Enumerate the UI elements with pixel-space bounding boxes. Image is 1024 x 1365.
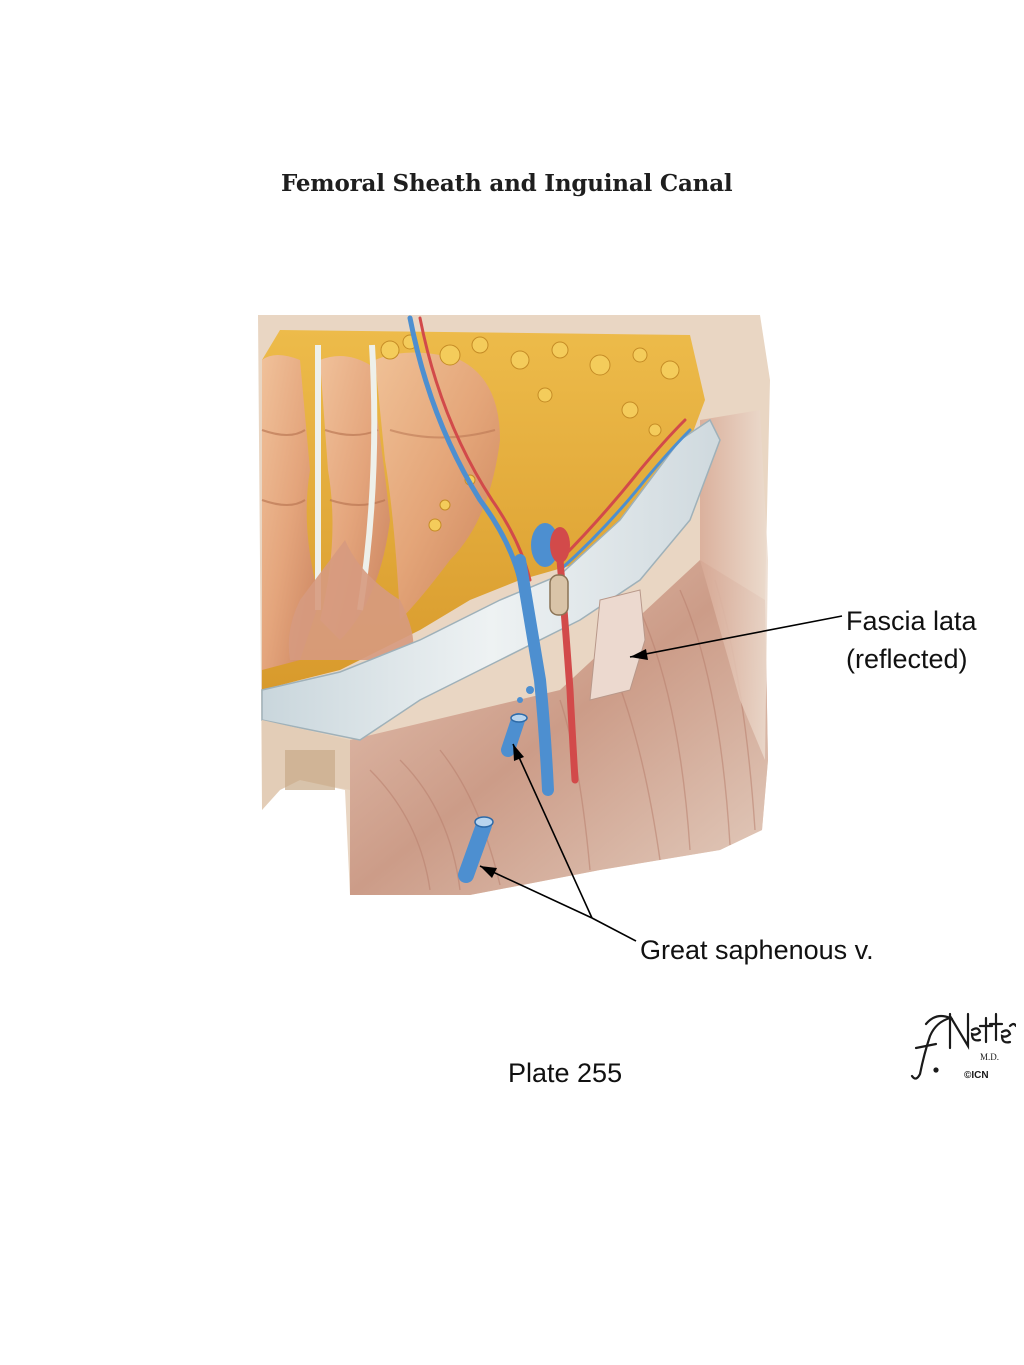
fascia-lata-flap [589, 589, 646, 701]
label-fascia-lata: Fascia lata (reflected) [846, 602, 977, 678]
page-title: Femoral Sheath and Inguinal Canal [281, 170, 733, 197]
netter-signature-logo: M.D. ©ICN [910, 1012, 1016, 1081]
leader-arrowheads [480, 649, 648, 878]
label-great-saphenous: Great saphenous v. [640, 935, 874, 965]
pyramidalis-fan [288, 540, 414, 660]
pubic-tubercle [285, 750, 335, 790]
inguinal-fascia-strip [261, 418, 721, 741]
label-fascia-lata-line1: Fascia lata [846, 606, 977, 636]
epigastric-vessels [407, 315, 692, 583]
svg-text:M.D.: M.D. [980, 1052, 999, 1062]
lateral-fascia-band [700, 410, 768, 760]
leader-lines [479, 615, 843, 942]
plate-caption: Plate 255 [508, 1058, 623, 1088]
femoral-vessels [514, 523, 579, 796]
thigh-muscles [350, 560, 768, 895]
great-saphenous-vein [458, 686, 534, 883]
svg-text:©ICN: ©ICN [964, 1070, 989, 1081]
label-fascia-lata-line2: (reflected) [846, 644, 968, 674]
